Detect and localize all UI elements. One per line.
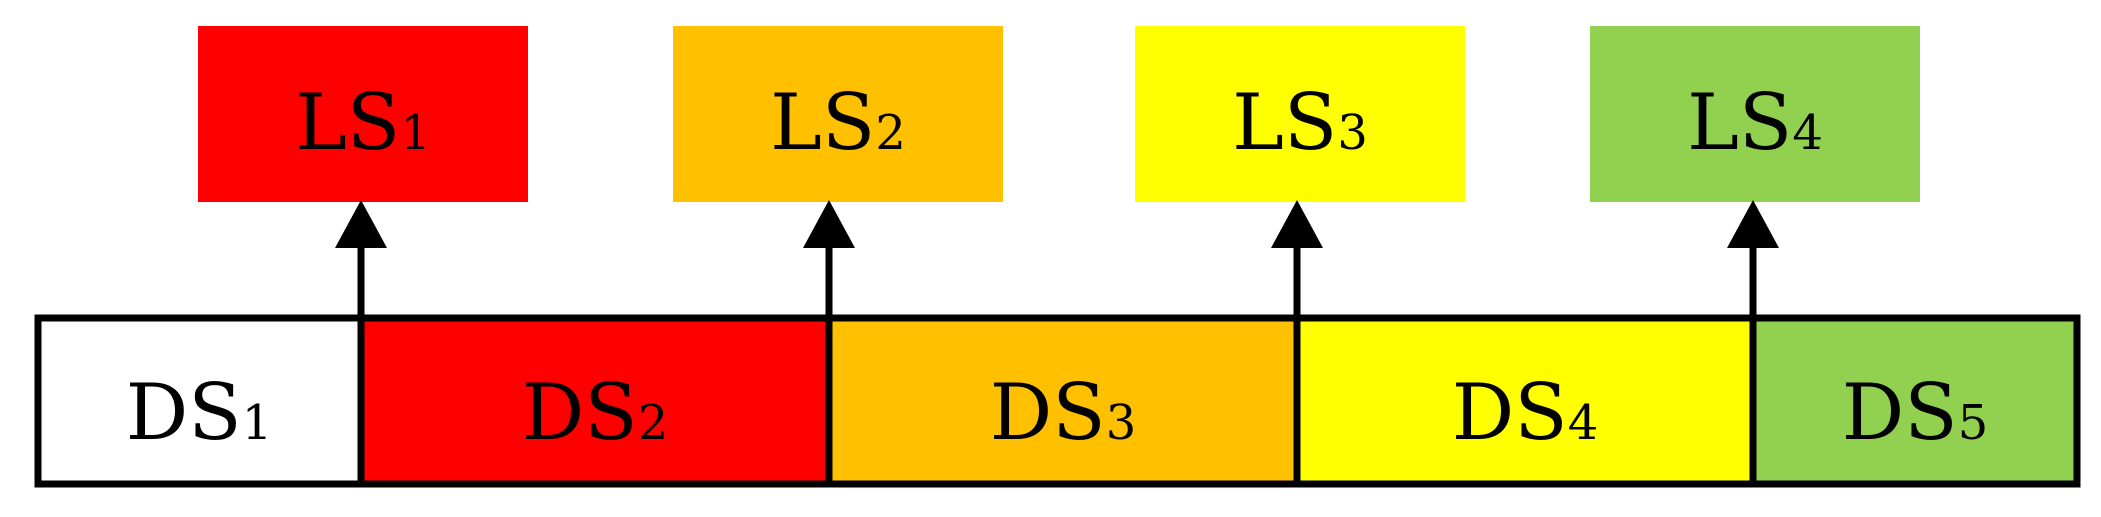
damage-states-row: DS1 DS2 DS3 DS4 DS5 xyxy=(34,314,2081,488)
arrow-2-head xyxy=(803,200,855,248)
damage-state-bar-outline xyxy=(34,314,2081,488)
damage-state-cell-2 xyxy=(361,318,829,484)
arrow-1 xyxy=(335,200,387,318)
damage-state-label-1: DS1 xyxy=(126,368,273,458)
limit-state-label-2: LS2 xyxy=(770,78,906,168)
damage-state-label-5: DS5 xyxy=(1842,368,1989,458)
limit-state-box-2 xyxy=(673,26,1003,202)
damage-state-cell-5 xyxy=(1753,318,2077,484)
limit-state-box-3 xyxy=(1135,26,1465,202)
limit-state-label-1: LS1 xyxy=(295,78,431,168)
arrow-4 xyxy=(1727,200,1779,318)
limit-state-box-4 xyxy=(1590,26,1920,202)
limit-state-box-1 xyxy=(198,26,528,202)
limit-state-label-4: LS4 xyxy=(1687,78,1823,168)
arrow-1-head xyxy=(335,200,387,248)
arrows xyxy=(335,200,1779,318)
damage-state-cell-1 xyxy=(38,318,361,484)
arrow-4-head xyxy=(1727,200,1779,248)
limit-states-row: LS1 LS2 LS3 LS4 xyxy=(198,26,1920,202)
damage-state-label-3: DS3 xyxy=(990,368,1137,458)
limit-state-label-3: LS3 xyxy=(1232,78,1368,168)
damage-state-cell-3 xyxy=(829,318,1297,484)
damage-state-cell-4 xyxy=(1297,318,1753,484)
damage-state-label-2: DS2 xyxy=(522,368,669,458)
arrow-3 xyxy=(1271,200,1323,318)
damage-state-label-4: DS4 xyxy=(1452,368,1599,458)
arrow-3-head xyxy=(1271,200,1323,248)
arrow-2 xyxy=(803,200,855,318)
